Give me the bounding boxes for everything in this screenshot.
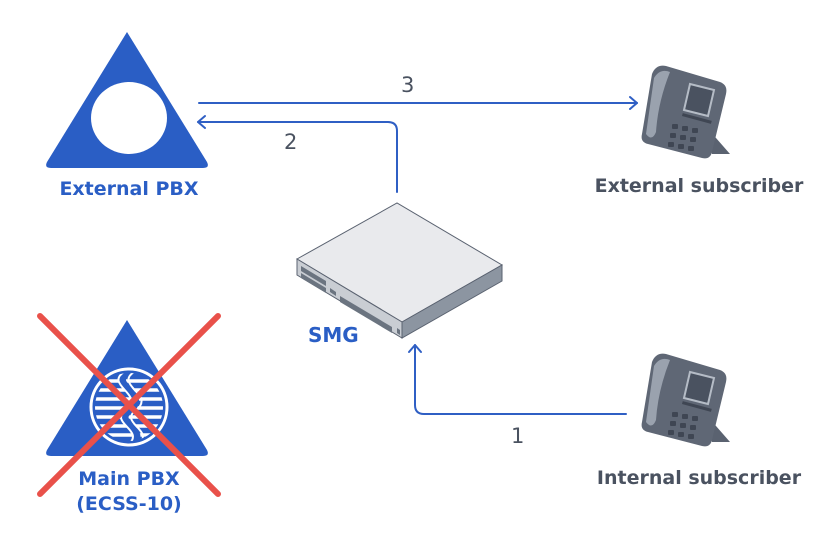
flow-arrow-3	[198, 96, 638, 110]
flow-step-2-label: 2	[284, 130, 298, 154]
flow-arrow-1	[408, 344, 627, 415]
flow-arrow-2	[197, 115, 398, 193]
main-pbx-icon	[46, 320, 208, 456]
main-pbx-sublabel: (ECSS-10)	[76, 493, 182, 515]
smg-device-icon	[296, 202, 503, 339]
external-pbx-icon	[46, 32, 208, 168]
unavailable-cross-icon	[37, 313, 221, 497]
external-subscriber-phone-icon	[641, 65, 730, 159]
main-pbx-label: Main PBX	[78, 468, 180, 490]
flow-step-3-label: 3	[401, 73, 415, 97]
flow-step-1-label: 1	[511, 424, 525, 448]
smg-label: SMG	[308, 323, 359, 347]
external-subscriber-label: External subscriber	[594, 175, 804, 197]
external-pbx-label: External PBX	[59, 178, 199, 200]
internal-subscriber-phone-icon	[641, 353, 730, 447]
internal-subscriber-label: Internal subscriber	[596, 467, 802, 489]
